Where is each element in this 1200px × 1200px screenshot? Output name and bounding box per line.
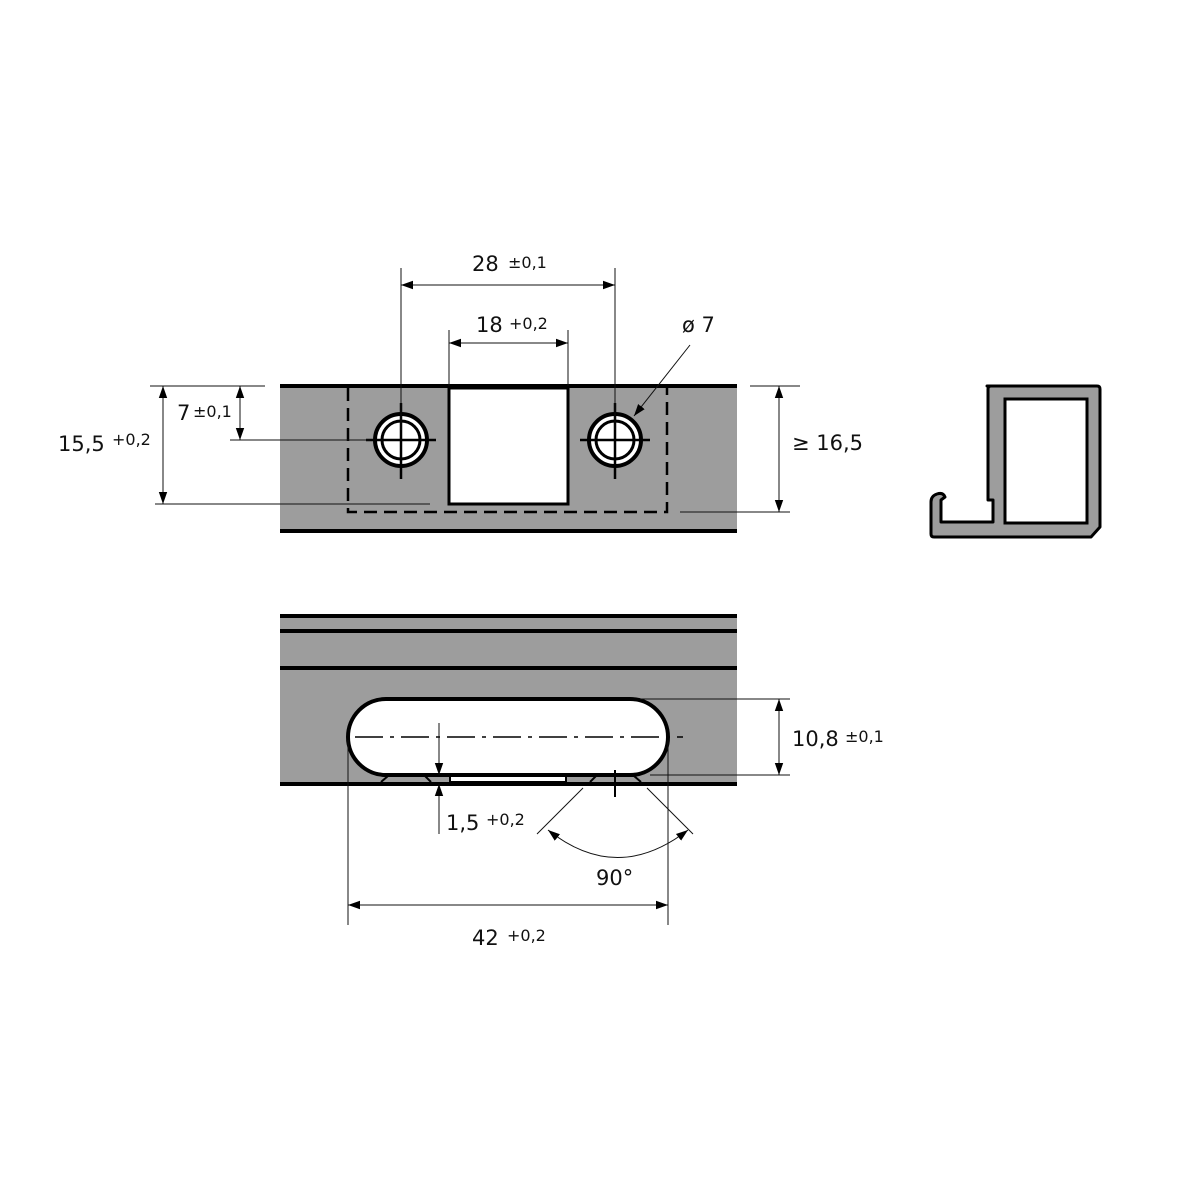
- dim-hole-spacing: 28 ±0,1: [400, 252, 616, 430]
- dim-angle: 90°: [536, 787, 694, 890]
- dim-hole-diameter: ø 7: [633, 313, 715, 417]
- dim-slot-length: 42 +0,2: [347, 740, 669, 950]
- mounting-hole-right: [580, 403, 650, 479]
- dim-hole-spacing-value: 28: [472, 252, 499, 276]
- dim-window-width: 18 +0,2: [448, 313, 569, 386]
- dim-angle-value: 90°: [596, 866, 633, 890]
- dim-slot-length-value: 42: [472, 926, 499, 950]
- profile-section: [929, 384, 1102, 539]
- dim-min-height: ≥ 16,5: [680, 385, 863, 513]
- top-view: 28 ±0,1 18 +0,2 ø 7 7 ±0,1 15,5: [58, 252, 863, 533]
- dim-height-tol: +0,2: [112, 430, 151, 449]
- dim-hole-offset: 7 ±0,1: [150, 385, 370, 441]
- window-cutout: [447, 386, 570, 506]
- dim-hole-offset-value: 7: [177, 401, 190, 425]
- dim-slot-length-tol: +0,2: [507, 926, 546, 945]
- dim-hole-spacing-tol: ±0,1: [508, 253, 547, 272]
- dim-window-width-tol: +0,2: [509, 314, 548, 333]
- dim-min-height-value: ≥ 16,5: [792, 431, 863, 455]
- dim-lip-tol: +0,2: [486, 810, 525, 829]
- dim-height-value: 15,5: [58, 432, 105, 456]
- dim-slot-height-value: 10,8: [792, 727, 839, 751]
- dim-hole-diameter-value: ø 7: [682, 313, 715, 337]
- dim-window-width-value: 18: [476, 313, 503, 337]
- hidden-outline-dashed: [346, 388, 669, 514]
- dim-slot-height-tol: ±0,1: [845, 727, 884, 746]
- dim-hole-offset-tol: ±0,1: [193, 402, 232, 421]
- dim-slot-height: 10,8 ±0,1: [640, 698, 884, 776]
- dim-lip: 1,5 +0,2: [434, 723, 525, 835]
- bottom-view: 10,8 ±0,1 1,5 +0,2 90° 42 +0,2: [280, 614, 884, 950]
- dim-lip-value: 1,5: [446, 811, 479, 835]
- dim-height: 15,5 +0,2: [58, 386, 430, 505]
